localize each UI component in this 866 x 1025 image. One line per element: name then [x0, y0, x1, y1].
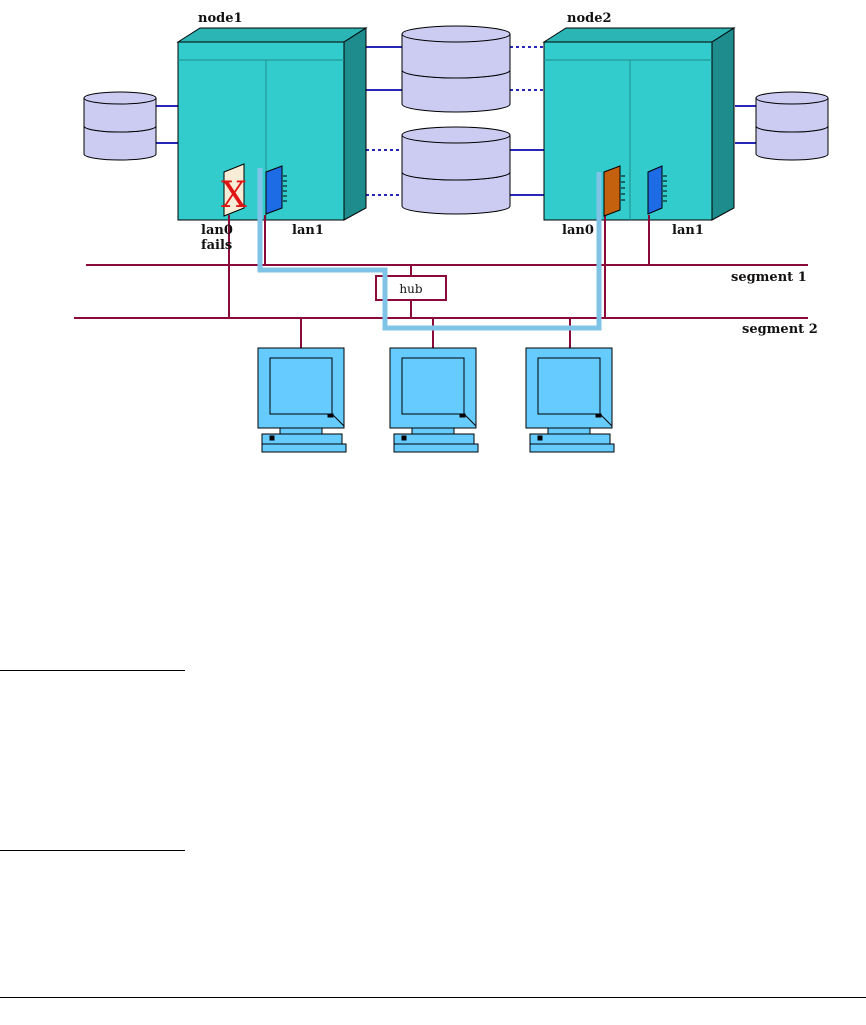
node1-lan1-card: [265, 165, 287, 215]
segment1-label: segment 1: [731, 270, 807, 285]
workstation-monitor-icon: [389, 347, 479, 453]
network-card-icon: [265, 165, 283, 215]
node1-server: [176, 27, 368, 221]
workstation-monitor-icon: [257, 347, 347, 453]
node1-lan0-fails-label: fails: [201, 238, 232, 253]
disk-stack-right: [755, 91, 829, 161]
node1-lan0-label: lan0: [201, 223, 233, 238]
node1-label: node1: [198, 11, 243, 26]
disk-stack-icon: [83, 91, 157, 161]
footnote-rule-2: [0, 850, 185, 851]
disk-stack-center-bottom: [401, 126, 511, 215]
node1-lan1-label: lan1: [292, 223, 324, 238]
node2-face: [543, 41, 713, 221]
failover-path: [257, 168, 602, 331]
workstation-2: [389, 347, 479, 453]
node2-server: [542, 27, 736, 221]
network-card-icon: [223, 163, 245, 217]
node1-side: [343, 27, 367, 221]
disk-stack-center-top: [401, 25, 511, 113]
lan-cabling: [74, 215, 808, 348]
network-card-icon: [647, 165, 663, 215]
disk-links: [155, 46, 756, 196]
disk-stack-icon: [401, 126, 511, 215]
disk-stack-icon: [755, 91, 829, 161]
server-cabinet-icon: [176, 27, 368, 43]
workstation-monitor-icon: [525, 347, 615, 453]
node2-side: [711, 27, 735, 221]
node2-lan1-card: [647, 165, 667, 215]
x-failure-icon: X: [221, 175, 247, 216]
hub-box: [375, 275, 447, 301]
workstation-3: [525, 347, 615, 453]
network-card-icon: [603, 165, 621, 217]
workstation-1: [257, 347, 347, 453]
node2-lan1-label: lan1: [672, 223, 704, 238]
hub-label: hub: [399, 282, 422, 296]
disk-stack-left: [83, 91, 157, 161]
segment2-label: segment 2: [742, 322, 818, 337]
disk-stack-icon: [401, 25, 511, 113]
node1-lan0-card: [223, 163, 245, 217]
page-bottom-rule: [0, 997, 866, 998]
node2-lan0-label: lan0: [562, 223, 594, 238]
hub: [375, 275, 447, 301]
node2-lan0-card: [603, 165, 625, 217]
server-cabinet-icon: [542, 27, 736, 43]
node2-label: node2: [567, 11, 612, 26]
footnote-rule-1: [0, 670, 185, 671]
